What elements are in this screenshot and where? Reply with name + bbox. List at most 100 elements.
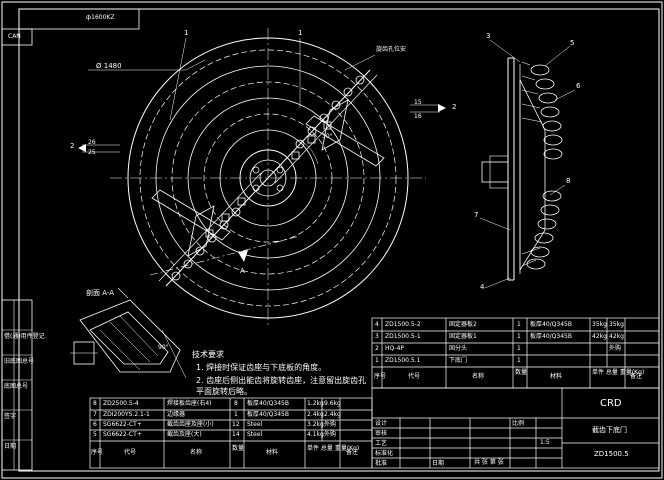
side-view [479, 39, 576, 289]
tb-label-process: 工艺 [375, 440, 388, 447]
bom-left-no: 8 [93, 400, 97, 407]
title-block [371, 387, 660, 469]
callout-5: 5 [570, 39, 575, 47]
left-strip-item: 底图总号 [4, 383, 29, 390]
bom-right-header-qty: 数量 [515, 369, 528, 376]
bom-left-name: 边缘器 [167, 411, 186, 418]
drawing-number: ZD1500.5 [594, 450, 629, 458]
bom-left-name: 焊接板齿座(右4) [167, 400, 212, 407]
left-strip-item: 旧底图总号 [4, 358, 35, 365]
tb-label-date: 日期 [432, 460, 445, 467]
bom-right-no: 4 [375, 321, 379, 328]
bom-right-code: ZD1500.5.1 [385, 357, 421, 364]
bom-left-qty: 14 [232, 431, 240, 438]
section-aa-view [70, 287, 187, 379]
bom-left-header-mat: 材料 [266, 449, 279, 456]
bom-left-w1: 2.4kg [307, 411, 324, 418]
callout-1b: 1 [298, 29, 303, 37]
top-code: ф1600KZ [86, 14, 115, 21]
tb-label-approve: 批准 [375, 460, 388, 467]
bom-right-header-weight: 单件 总量 重量(Kg) [592, 369, 645, 376]
tb-label-review: 审核 [375, 430, 388, 437]
tb-label-standard: 标准化 [375, 450, 394, 457]
top-code-box [18, 8, 140, 30]
angle-label: 30° [322, 133, 333, 140]
bom-left-name: 截齿及座(大) [167, 431, 202, 438]
company-name: CRD [600, 398, 622, 409]
callout-3: 3 [486, 32, 491, 40]
bom-right-name: 固定器板1 [449, 333, 477, 340]
part-name: 截齿下底门 [592, 426, 627, 434]
bom-left-no: 6 [93, 421, 97, 428]
callout-2-left: 2 [70, 142, 75, 150]
bom-right-w2: 外购 [609, 345, 622, 352]
bom-left-code: SG6622-CT+ [103, 431, 142, 438]
scale-value: 1:5 [540, 439, 550, 446]
dim-16: 16 [414, 113, 422, 120]
callout-1a: 1 [184, 29, 189, 37]
bom-left-w2: 2.4kg [324, 411, 341, 418]
scale-label: 比例 [512, 420, 525, 427]
bom-left-w2: 外购 [324, 421, 337, 428]
section-label: 剖面 A-A [86, 289, 115, 297]
bom-left-qty: 1 [234, 411, 238, 418]
bom-right-code: HQ-4P [385, 345, 405, 352]
callout-4: 4 [480, 283, 485, 291]
bom-left-mat: 板厚40/Q345B [247, 411, 289, 418]
left-strip-item: 借(通)用件登记 [4, 333, 45, 340]
callout-6: 6 [576, 82, 581, 90]
bom-right-qty: 1 [517, 333, 521, 340]
bom-left-code: ZD2500.5-4 [103, 400, 139, 407]
bom-right-no: 3 [375, 333, 379, 340]
left-strip-item: 日期 [4, 443, 17, 450]
bom-left-w2: 外购 [324, 431, 337, 438]
bom-right-qty: 1 [517, 345, 521, 352]
bom-right-header-no: 序号 [374, 373, 387, 380]
bom-left-name: 截齿齿座及座(小) [167, 421, 214, 428]
left-stamp-box [1, 28, 33, 46]
bom-right-qty: 1 [517, 357, 521, 364]
section-mark-a: A [240, 267, 245, 275]
bom-left-w1: 3.2kg [307, 421, 324, 428]
tb-label-design: 设计 [375, 420, 388, 427]
inner-frame [18, 8, 660, 472]
bom-right-mat: 板厚40/Q345B [530, 333, 572, 340]
bom-left-mat: Steel [247, 421, 263, 428]
hole-label: 旋齿孔位安 [376, 46, 407, 53]
bom-right-no: 1 [375, 357, 379, 364]
bom-left-header-note: 备注 [346, 449, 359, 456]
bom-left-qty: 12 [232, 421, 240, 428]
dim-25: 25 [88, 149, 96, 156]
bom-right-w2: 42kg [609, 333, 624, 340]
bom-right-name: 下底门 [449, 357, 468, 364]
left-strip-item: 签字 [4, 413, 17, 420]
bom-left-header-weight: 单件 总量 重量(Kg) [307, 445, 360, 452]
bom-right-header-name: 名称 [472, 373, 485, 380]
left-strip [1, 299, 33, 471]
bom-left-header-code: 代号 [124, 449, 137, 456]
bom-right-code: ZD1500.5-1 [385, 333, 421, 340]
bom-right-name: 固分头 [449, 345, 468, 352]
bom-right-w1: 35kg [592, 321, 607, 328]
bom-left-qty: 8 [234, 400, 238, 407]
side-angle-label: 90° [158, 344, 169, 351]
tech-notes-title: 技术要求 [192, 350, 224, 359]
bom-left-header-no: 序号 [91, 449, 104, 456]
dim-15: 15 [414, 99, 422, 106]
bom-right-qty: 1 [517, 321, 521, 328]
diameter-label: Ø 1480 [96, 62, 122, 70]
bom-right-w1: 42kg [592, 333, 607, 340]
main-disc-view [78, 28, 446, 328]
tech-notes-line2: 2. 齿座后侧出能齿将旋转齿座，注意留出旋齿孔 [196, 376, 367, 385]
left-stamp: CAN [8, 33, 21, 40]
bom-left-mat: 板厚40/Q345B [247, 400, 289, 407]
bom-right-mat: 板厚40/Q345B [530, 321, 572, 328]
callout-8: 8 [566, 177, 571, 185]
bom-right-w2: 35kg [609, 321, 624, 328]
tech-notes-line1: 1. 焊接时保证齿座与下底板的角度。 [196, 363, 327, 372]
bom-left-w1: 4.1kg [307, 431, 324, 438]
bom-left-w2: 9.6kg [324, 400, 341, 407]
bom-left-code: ZDI200YS.2.1-1 [103, 411, 150, 418]
